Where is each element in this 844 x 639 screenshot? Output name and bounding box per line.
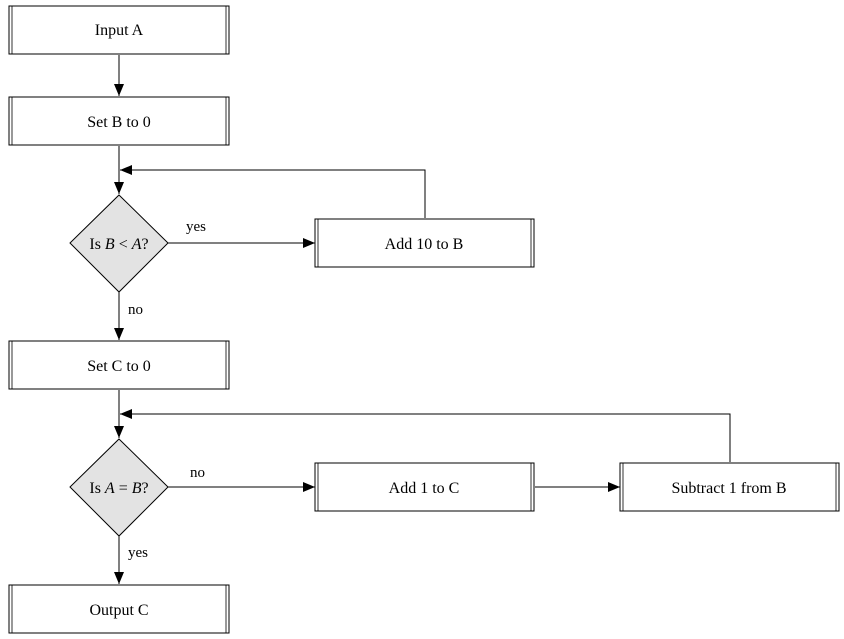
box-output-c-label: Output C — [89, 602, 148, 619]
box-set-b-label: Set B to 0 — [87, 114, 151, 131]
box-add-10-label: Add 10 to B — [385, 236, 464, 253]
box-add-10: Add 10 to B — [314, 218, 535, 268]
box-set-c-label: Set C to 0 — [87, 358, 151, 375]
arrow-add10-loop-back — [120, 165, 426, 218]
decision-a-equals-b-label: Is A = B? — [89, 480, 148, 497]
box-set-b: Set B to 0 — [8, 96, 230, 146]
box-subtract-1-label: Subtract 1 from B — [671, 480, 786, 497]
box-input-a-label: Input A — [95, 22, 144, 39]
edge-label-no-1: no — [128, 302, 143, 318]
arrow-subtract1-loop-back — [120, 409, 731, 462]
decision-b-less-than-a-label: Is B < A? — [89, 236, 148, 253]
box-add-1-label: Add 1 to C — [389, 480, 460, 497]
edge-label-yes-2: yes — [128, 545, 148, 561]
box-output-c: Output C — [8, 584, 230, 634]
decision-b-less-than-a: Is B < A? — [69, 194, 169, 293]
box-set-c: Set C to 0 — [8, 340, 230, 390]
edge-label-yes-1: yes — [186, 219, 206, 235]
box-input-a: Input A — [8, 5, 230, 55]
connectors — [114, 55, 731, 584]
box-subtract-1: Subtract 1 from B — [619, 462, 840, 512]
decision-a-equals-b: Is A = B? — [69, 438, 169, 537]
box-add-1: Add 1 to C — [314, 462, 535, 512]
edge-label-no-2: no — [190, 465, 205, 481]
